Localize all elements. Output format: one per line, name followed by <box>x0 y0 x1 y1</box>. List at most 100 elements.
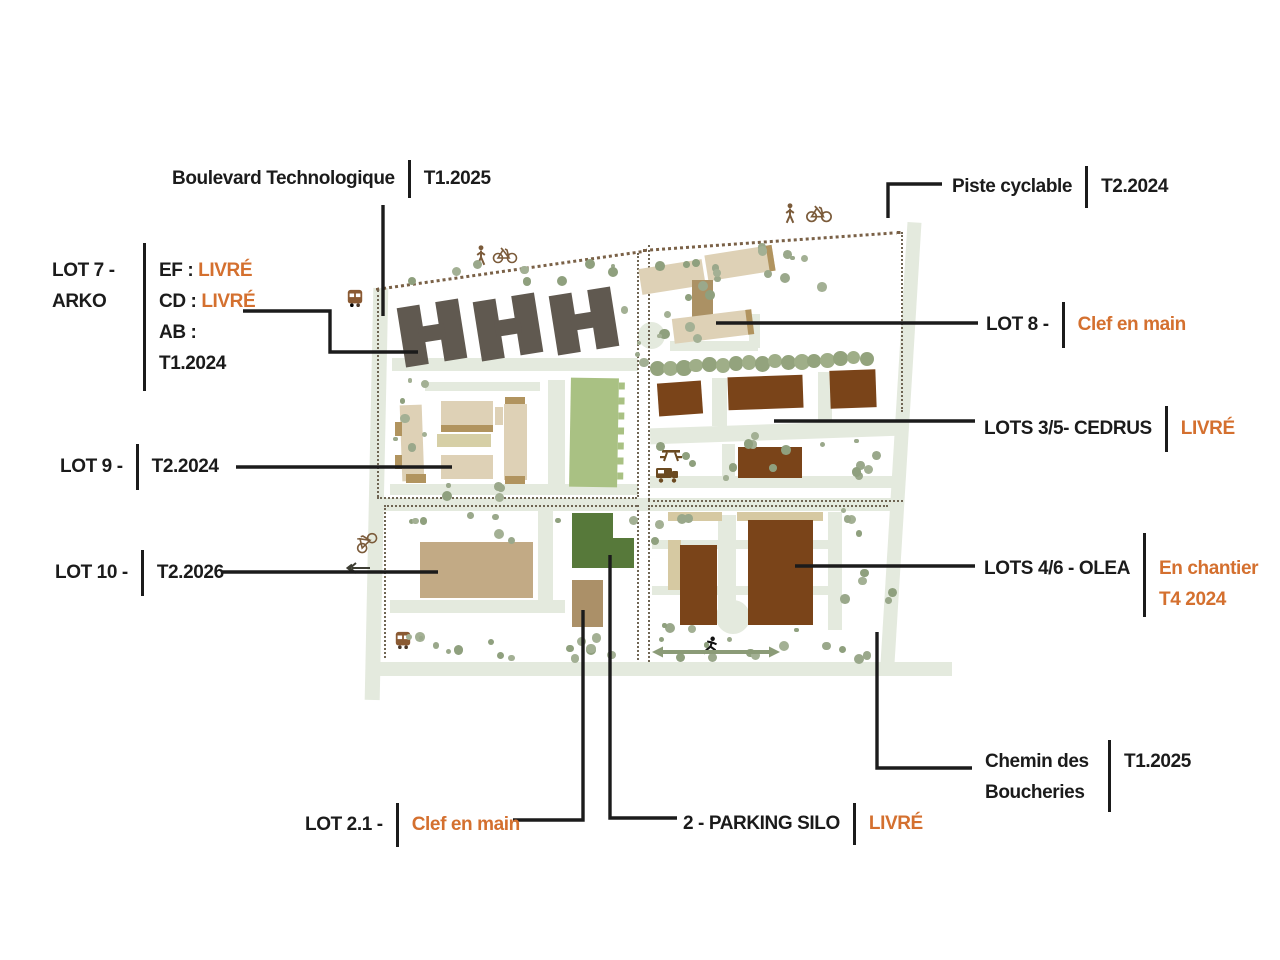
tree-dot <box>687 624 697 634</box>
tree-dot <box>418 635 423 640</box>
tree-dot <box>662 623 667 628</box>
lot-name: LOT 10 - <box>55 562 128 583</box>
tree-dot <box>407 443 417 453</box>
walkway <box>828 512 842 630</box>
lot-status: EF : LIVRÉ CD : LIVRÉ AB : T1.2024 <box>159 260 256 374</box>
callout-olea: LOTS 4/6 - OLEA En chantier T4 2024 <box>984 533 1259 617</box>
tree-dot <box>570 654 580 663</box>
tree-dot <box>522 276 532 286</box>
tree-dot <box>664 311 672 319</box>
building-olea-cap <box>737 512 823 521</box>
block-dotted-edge <box>637 505 639 660</box>
building-lot10 <box>420 542 533 598</box>
callout-lot7-arko: LOT 7 - ARKO EF : LIVRÉ CD : LIVRÉ AB : … <box>52 243 256 391</box>
tree-dot <box>780 272 791 284</box>
tree-dot <box>665 622 676 633</box>
hedge-tree <box>781 354 796 370</box>
leader-piste <box>886 182 942 218</box>
divider <box>1164 406 1168 452</box>
tree-dot <box>628 515 638 525</box>
tree-dot <box>748 439 758 449</box>
tree-dot <box>794 628 799 633</box>
divider <box>395 803 399 847</box>
walkway <box>548 380 565 488</box>
divider <box>407 160 411 198</box>
tree-dot <box>441 491 452 502</box>
street-name: Boulevard Technologique <box>172 168 395 189</box>
lot-status: Clef en main <box>411 814 521 835</box>
divider <box>1061 302 1065 348</box>
divider <box>135 444 139 490</box>
building-parking-silo <box>572 513 613 568</box>
hedge-tree <box>741 355 757 370</box>
running-person-icon <box>702 636 717 655</box>
tree-dot <box>816 281 827 292</box>
tree-dot <box>451 266 462 277</box>
tree-dot <box>487 638 494 646</box>
tree-dot <box>556 275 567 286</box>
tree-dot <box>608 266 619 277</box>
tree-dot <box>507 536 516 545</box>
hedge-tree <box>820 353 836 369</box>
walkway <box>749 314 760 348</box>
walkway <box>425 382 540 391</box>
hedge-tree <box>715 358 731 373</box>
tree-dot <box>496 484 505 493</box>
tree-dot <box>726 637 732 643</box>
tree-dot <box>689 459 696 467</box>
block-dotted-edge <box>637 253 639 497</box>
walkway <box>392 358 638 371</box>
walkway <box>390 600 565 613</box>
tree-dot <box>654 261 665 271</box>
leader-silo <box>608 555 677 820</box>
tree-dot <box>703 642 710 648</box>
tree-dot <box>676 514 687 525</box>
callout-lot9: LOT 9 - T2.2024 <box>60 444 219 490</box>
road-south <box>371 662 952 676</box>
hedge-tree <box>846 350 861 365</box>
lot-name: LOT 9 - <box>60 456 123 477</box>
tree-dot <box>855 530 863 537</box>
block-dotted-edge <box>384 505 637 507</box>
hedge-tree <box>754 356 771 372</box>
tree-dot <box>446 483 451 488</box>
tree-dot <box>862 650 872 660</box>
tree-dot <box>790 255 795 260</box>
walkway <box>390 484 638 495</box>
tree-dot <box>697 281 708 292</box>
tree-dot <box>691 259 700 267</box>
building-olea-cap <box>668 512 722 521</box>
lot-name: 2 - PARKING SILO <box>683 813 840 834</box>
lot-status: Clef en main <box>1077 314 1187 335</box>
street-status: T1.2025 <box>423 168 491 189</box>
tree-dot <box>420 379 429 389</box>
tree-dot <box>692 334 702 344</box>
lot-status: T2.2026 <box>156 562 224 583</box>
building-lot9 <box>437 434 491 447</box>
tree-dot <box>659 328 670 340</box>
hedge-tree <box>807 353 822 368</box>
lot-status: LIVRÉ <box>868 813 923 834</box>
callout-lot8: LOT 8 - Clef en main <box>986 302 1186 348</box>
tree-dot <box>723 475 729 481</box>
lot-name: LOT 2.1 - <box>305 814 383 835</box>
tree-dot <box>769 464 777 472</box>
walkway <box>670 341 758 351</box>
tree-dot <box>453 645 464 655</box>
building-lot9-edge <box>441 425 493 432</box>
building-olea-1 <box>680 545 717 625</box>
tree-dot <box>840 508 846 513</box>
tree-dot <box>555 518 561 524</box>
callout-chemin-des-boucheries: Chemin des Boucheries T1.2025 <box>985 740 1191 812</box>
tree-dot <box>846 515 857 525</box>
tree-dot <box>684 514 693 523</box>
lot-status: LIVRÉ <box>1180 418 1235 439</box>
leader-lot7 <box>243 309 418 354</box>
callout-piste-cyclable: Piste cyclable T2.2024 <box>952 166 1168 208</box>
tree-dot <box>393 436 398 442</box>
walkway <box>652 586 828 595</box>
building-lot9-edge <box>505 397 525 405</box>
tree-dot <box>399 397 406 404</box>
